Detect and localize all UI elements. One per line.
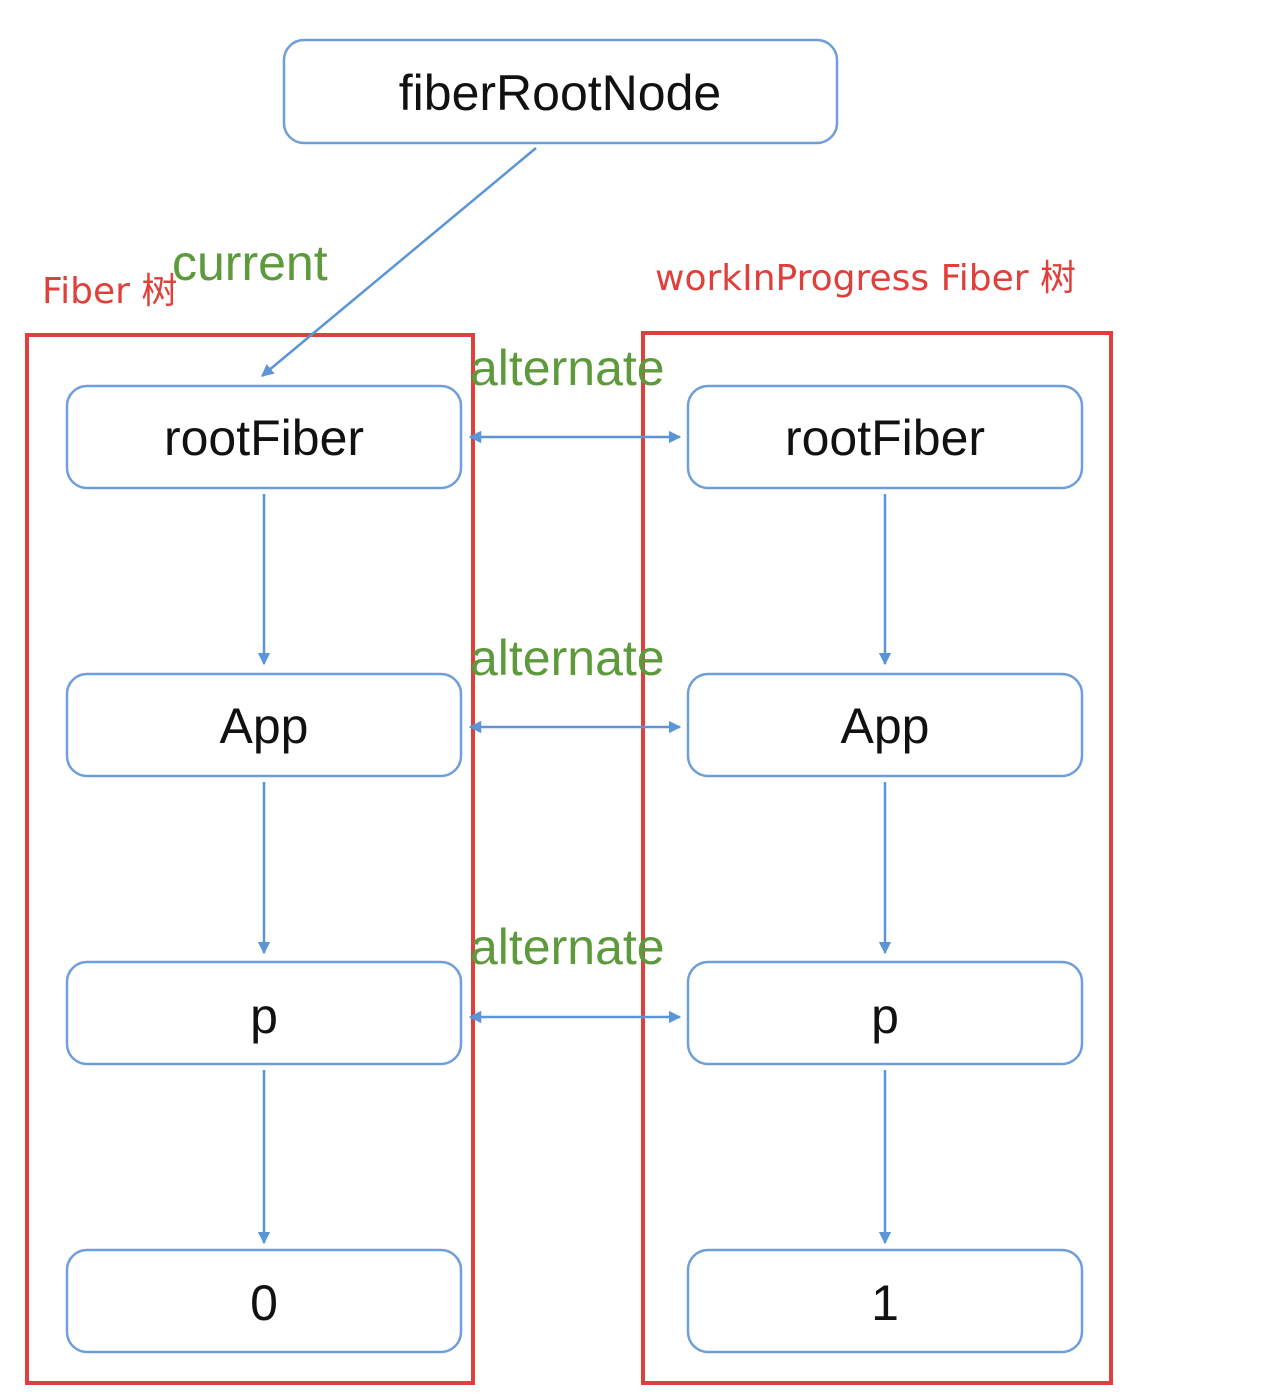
current-pointer-label: current [172, 235, 328, 291]
wip-node-rootfiber-label: rootFiber [785, 410, 985, 466]
wip-node-app-label: App [841, 698, 930, 754]
alternate-links: alternate alternate alternate [468, 340, 682, 1024]
current-node-p-label: p [250, 988, 278, 1044]
wip-tree-nodes: rootFiber App p 1 [686, 384, 1084, 1354]
wip-node-app-box [686, 672, 1084, 778]
fiber-root-node-box [282, 38, 839, 145]
wip-node-rootfiber-box [686, 384, 1084, 490]
alternate-label-app: alternate [470, 630, 665, 686]
fiber-root-node-label: fiberRootNode [399, 65, 721, 121]
current-node-app-label: App [220, 698, 309, 754]
current-node-text-box [65, 1248, 463, 1354]
alternate-label-rootfiber: alternate [470, 340, 665, 396]
alternate-label-p: alternate [470, 919, 665, 975]
current-tree-nodes: rootFiber App p 0 [65, 384, 463, 1354]
wip-node-text-label: 1 [871, 1275, 899, 1331]
wip-tree-title: workInProgress Fiber 树 [655, 258, 1076, 299]
current-tree-frame [25, 333, 475, 1385]
current-node-app-box [65, 672, 463, 778]
wip-tree-frame [641, 331, 1113, 1385]
wip-node-p-box [686, 960, 1084, 1066]
wip-node-p-label: p [871, 988, 899, 1044]
wip-node-text-box [686, 1248, 1084, 1354]
current-tree-title: Fiber 树 [42, 271, 177, 312]
current-pointer-arrow [261, 147, 537, 377]
current-node-rootfiber-box [65, 384, 463, 490]
current-node-rootfiber-label: rootFiber [164, 410, 364, 466]
current-node-p-box [65, 960, 463, 1066]
current-node-text-label: 0 [250, 1275, 278, 1331]
